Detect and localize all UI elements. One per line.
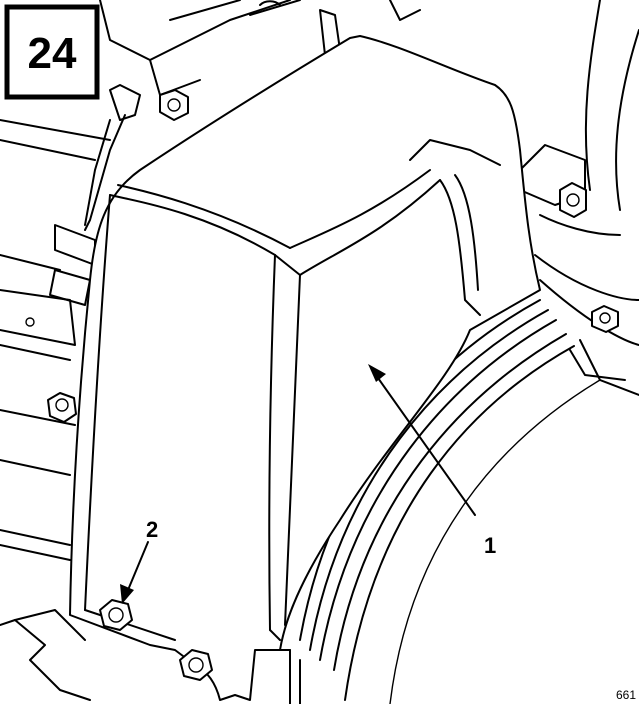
- bolt-icon: [591, 305, 619, 333]
- figure-code: 661: [616, 688, 636, 702]
- auger-housing-background: [264, 0, 639, 704]
- callout-label-2: 2: [146, 517, 158, 542]
- belt-cover-icon: [69, 35, 541, 701]
- bolt-icon: [159, 89, 189, 121]
- bolt-icon: [47, 392, 77, 423]
- engine-frame-background: [0, 0, 421, 701]
- step-number: 24: [28, 29, 77, 78]
- callout-arrow-1: [368, 364, 476, 516]
- callout-arrow-2: [120, 541, 149, 604]
- bolt-icon: [559, 182, 587, 218]
- bolt-icon: [179, 649, 213, 681]
- step-number-box: 24: [4, 4, 100, 100]
- bolt-icon: [99, 599, 133, 631]
- callout-label-1: 1: [484, 533, 496, 558]
